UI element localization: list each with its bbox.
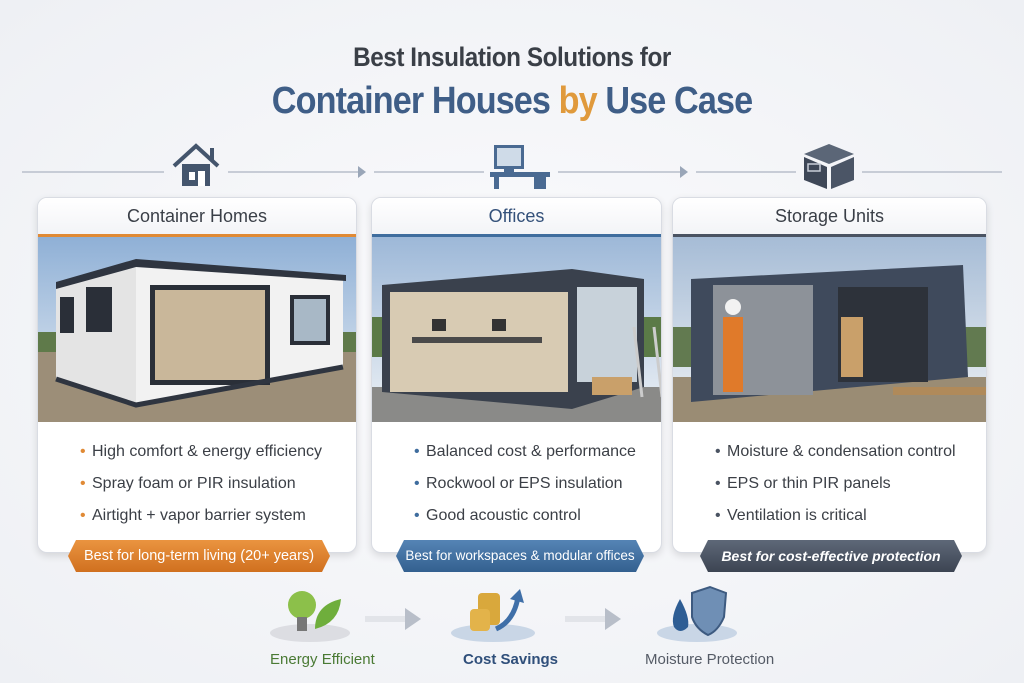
bullet-text: Spray foam or PIR insulation (92, 475, 296, 492)
accent-bar (38, 234, 356, 237)
bullet-item: •High comfort & energy efficiency (80, 443, 323, 460)
title-line-1: Best Insulation Solutions for (353, 42, 671, 72)
card-title: Container Homes (38, 198, 356, 234)
bullet-text: Rockwool or EPS insulation (426, 475, 623, 492)
bullet-item: •Moisture & condensation control (715, 443, 956, 460)
bullet-item: •Good acoustic control (414, 507, 581, 524)
card-title: Storage Units (673, 198, 986, 234)
divider (22, 171, 164, 173)
accent-bar (673, 234, 986, 237)
house-icon (172, 143, 220, 186)
bullet-text: Airtight + vapor barrier system (92, 507, 306, 524)
title-part: Container Houses (271, 80, 551, 122)
bullet-text: EPS or thin PIR panels (727, 475, 891, 492)
accent-bar (372, 234, 661, 237)
divider (862, 171, 1002, 173)
bullet-item: •Airtight + vapor barrier system (80, 507, 306, 524)
badge-cost-effective: Best for cost-effective protection (700, 540, 962, 572)
arrow-right-icon (358, 166, 366, 178)
storage-container-photo (673, 237, 986, 422)
benefit-cost-savings: Cost Savings (463, 651, 559, 668)
bullet-item: •Balanced cost & performance (414, 443, 636, 460)
container-home-photo (38, 237, 356, 422)
bullet-text: Balanced cost & performance (426, 443, 636, 460)
coins-arrow-icon (451, 589, 535, 642)
bullet-text: Good acoustic control (426, 507, 581, 524)
arrow-right-icon (565, 608, 621, 630)
divider (558, 171, 680, 173)
bullet-item: •Ventilation is critical (715, 507, 867, 524)
bullet-text: High comfort & energy efficiency (92, 443, 323, 460)
bullet-item: •EPS or thin PIR panels (715, 475, 891, 492)
card-storage-units: Storage Units •Moisture & condensation c… (672, 197, 987, 553)
lightbulb-leaf-icon (270, 591, 350, 642)
bullet-item: •Rockwool or EPS insulation (414, 475, 623, 492)
divider (374, 171, 484, 173)
box-icon (804, 144, 854, 189)
title-part: Use Case (605, 80, 753, 122)
divider (228, 171, 358, 173)
card-offices: Offices •Balanced cost & performance •Ro… (371, 197, 662, 553)
card-container-homes: Container Homes •High comfort & energy e… (37, 197, 357, 553)
divider (696, 171, 796, 173)
title-accent: by (558, 80, 598, 122)
bullet-text: Moisture & condensation control (727, 443, 956, 460)
benefit-energy-efficient: Energy Efficient (270, 651, 375, 668)
arrow-right-icon (680, 166, 688, 178)
badge-long-term-living: Best for long-term living (20+ years) (68, 540, 330, 572)
water-shield-icon (657, 585, 737, 642)
desk-computer-icon (490, 145, 550, 189)
benefit-moisture-protection: Moisture Protection (645, 651, 775, 668)
arrow-right-icon (365, 608, 421, 630)
card-title: Offices (372, 198, 661, 234)
bullet-text: Ventilation is critical (727, 507, 867, 524)
office-container-photo (372, 237, 661, 422)
title-line-2: Container Houses by Use Case (51, 80, 973, 123)
bullet-item: •Spray foam or PIR insulation (80, 475, 296, 492)
badge-workspaces: Best for workspaces & modular offices (396, 540, 644, 572)
